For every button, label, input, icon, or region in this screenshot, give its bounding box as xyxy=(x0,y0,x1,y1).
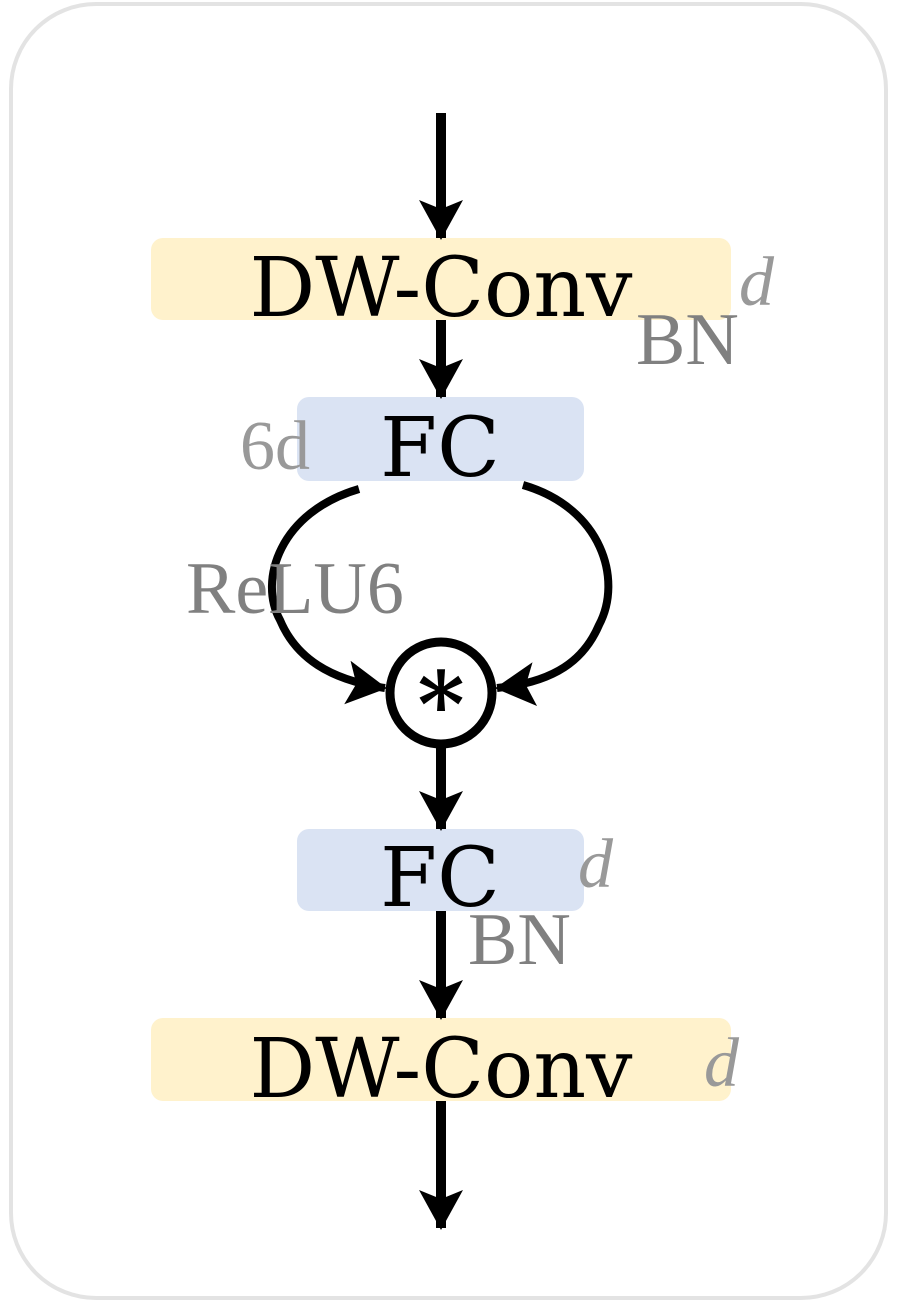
fc-bottom-dim: d xyxy=(578,826,614,903)
fc-top-label: FC xyxy=(380,401,500,496)
fc-bottom-box xyxy=(297,829,584,911)
multiply-node xyxy=(385,637,497,749)
asterisk-in-circle-icon: * xyxy=(417,652,464,758)
right-branch-arrow xyxy=(495,481,613,706)
fc-top-dim: 6d xyxy=(240,408,310,485)
left-branch-arrow xyxy=(268,485,387,705)
dwconv-top-label: DW-Conv xyxy=(249,241,633,336)
dwconv-top-dim: d xyxy=(739,244,775,321)
fc-top-box xyxy=(297,397,584,481)
activation-label: ReLU6 xyxy=(186,548,404,630)
dwconv-bottom-box xyxy=(151,1018,731,1101)
dwconv-top-norm: BN xyxy=(636,299,739,381)
dwconv-bottom-dim: d xyxy=(704,1025,740,1102)
fc-bottom-norm: BN xyxy=(468,899,571,981)
fc-bottom-label: FC xyxy=(380,831,500,926)
dwconv-bottom-label: DW-Conv xyxy=(249,1022,633,1117)
dwconv-top-box xyxy=(151,238,731,320)
